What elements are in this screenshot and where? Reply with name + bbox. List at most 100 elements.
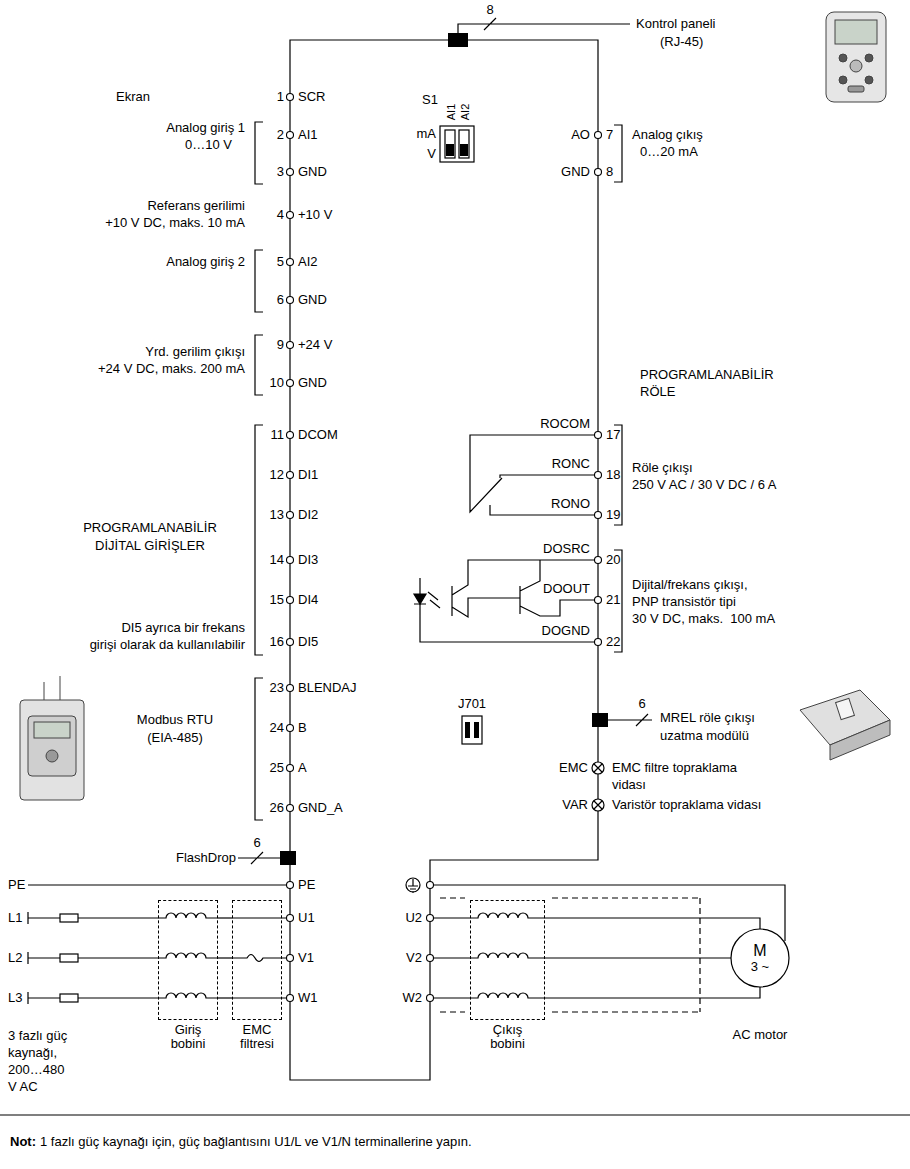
terminal [287, 432, 294, 439]
terminal-name: V1 [298, 951, 314, 965]
description-text: Kontrol paneli [636, 17, 716, 31]
fuse [60, 914, 78, 922]
mrel-connector [592, 713, 608, 727]
description-text: 0…10 V [185, 138, 232, 152]
terminal [427, 995, 434, 1002]
input-choke: Giriş bobini [158, 900, 218, 1020]
wire [218, 997, 232, 998]
terminal [287, 212, 294, 219]
group-title: RÖLE [640, 385, 675, 399]
switch-knob [460, 144, 468, 156]
ac-motor: M3 ~ [730, 928, 790, 988]
terminal-number: 3 [277, 165, 284, 179]
description-text: Analog çıkış [632, 128, 703, 142]
flashdrop-cable [238, 852, 280, 864]
description-text: Referans gerilimi [147, 199, 245, 213]
note-rule [0, 1114, 910, 1115]
description-text: 0…20 mA [640, 145, 698, 159]
wire [545, 987, 760, 998]
wire [545, 957, 731, 958]
drive-picture [20, 676, 84, 800]
description-text: (RJ-45) [660, 35, 703, 49]
terminal-number: 8 [606, 165, 613, 179]
terminal-name: DI2 [298, 508, 318, 522]
terminal-name: DOGND [542, 624, 590, 638]
terminal-number: 4 [277, 208, 284, 222]
terminal-name: +24 V [298, 338, 332, 352]
terminal [595, 472, 602, 479]
terminal-number: 19 [606, 508, 620, 522]
switch-knob [446, 144, 454, 156]
description-text: Röle çıkışı [632, 461, 693, 475]
group-title: PROGRAMLANABİLİR [83, 521, 217, 535]
terminal-name: BLENDAJ [298, 681, 357, 695]
terminal [287, 725, 294, 732]
terminal-number: 26 [270, 801, 284, 815]
terminal [287, 132, 294, 139]
component-label: Giriş bobini [158, 1023, 218, 1052]
wire [218, 957, 232, 958]
terminal-name: U1 [298, 911, 315, 925]
terminal-name: W2 [403, 991, 423, 1005]
s1-slot [445, 130, 455, 158]
terminal-number: 23 [270, 681, 284, 695]
connector-name: FlashDrop [176, 851, 236, 865]
cable-shield [440, 898, 700, 1012]
terminal [595, 432, 602, 439]
bracket [255, 122, 263, 820]
earth-symbol [406, 878, 420, 892]
relay-contact [470, 435, 594, 515]
terminal-number: 11 [271, 428, 285, 442]
description-text: 250 V AC / 30 V DC / 6 A [632, 478, 777, 492]
terminal [287, 685, 294, 692]
emc-screw [592, 762, 604, 774]
mrel-cable [606, 714, 652, 726]
terminal [287, 557, 294, 564]
supply-name: L1 [8, 911, 22, 925]
component-label: Çıkış bobini [478, 1023, 538, 1052]
terminal-name: +10 V [298, 208, 332, 222]
terminal [287, 297, 294, 304]
terminal-name: AI1 [298, 128, 318, 142]
wire [545, 918, 760, 929]
j701-jumper [462, 716, 482, 744]
wire [218, 917, 232, 918]
description-text: Analog giriş 1 [166, 121, 245, 135]
input-coils [158, 913, 218, 998]
switch-position: V [427, 147, 436, 161]
supply-name: L2 [8, 951, 22, 965]
terminal-name: DOOUT [543, 582, 590, 596]
terminal [427, 955, 434, 962]
terminal-name: AO [571, 128, 590, 142]
terminal [595, 512, 602, 519]
terminal-number: 17 [606, 428, 620, 442]
terminal-name: DCOM [298, 428, 338, 442]
description-text: 3 fazlı güç [8, 1029, 67, 1043]
var-screw [594, 801, 602, 809]
terminal-number: 5 [277, 255, 284, 269]
terminal [287, 169, 294, 176]
bracket [614, 125, 622, 652]
terminal-name: GND [561, 165, 590, 179]
terminal-number: 21 [606, 593, 620, 607]
terminal [595, 639, 602, 646]
terminal-name: DOSRC [543, 542, 590, 556]
terminal-number: 7 [606, 128, 613, 142]
description-text: Varistör topraklama vidası [612, 798, 761, 812]
terminal-name: GND [298, 165, 327, 179]
motor-symbol-text: 3 ~ [751, 960, 769, 974]
terminal [427, 882, 434, 889]
pe-wire [434, 885, 785, 941]
filter-wires [232, 918, 286, 998]
callout-number: 6 [253, 836, 260, 850]
terminal [287, 882, 294, 889]
terminal-number: 20 [606, 553, 620, 567]
terminal [287, 94, 294, 101]
emc-filter: EMC filtresi [232, 900, 282, 1020]
terminal [287, 639, 294, 646]
description-text: vidası [612, 778, 646, 792]
supply-name: PE [8, 878, 25, 892]
output-wires [434, 913, 545, 998]
note-heading: Not: [10, 1135, 36, 1149]
